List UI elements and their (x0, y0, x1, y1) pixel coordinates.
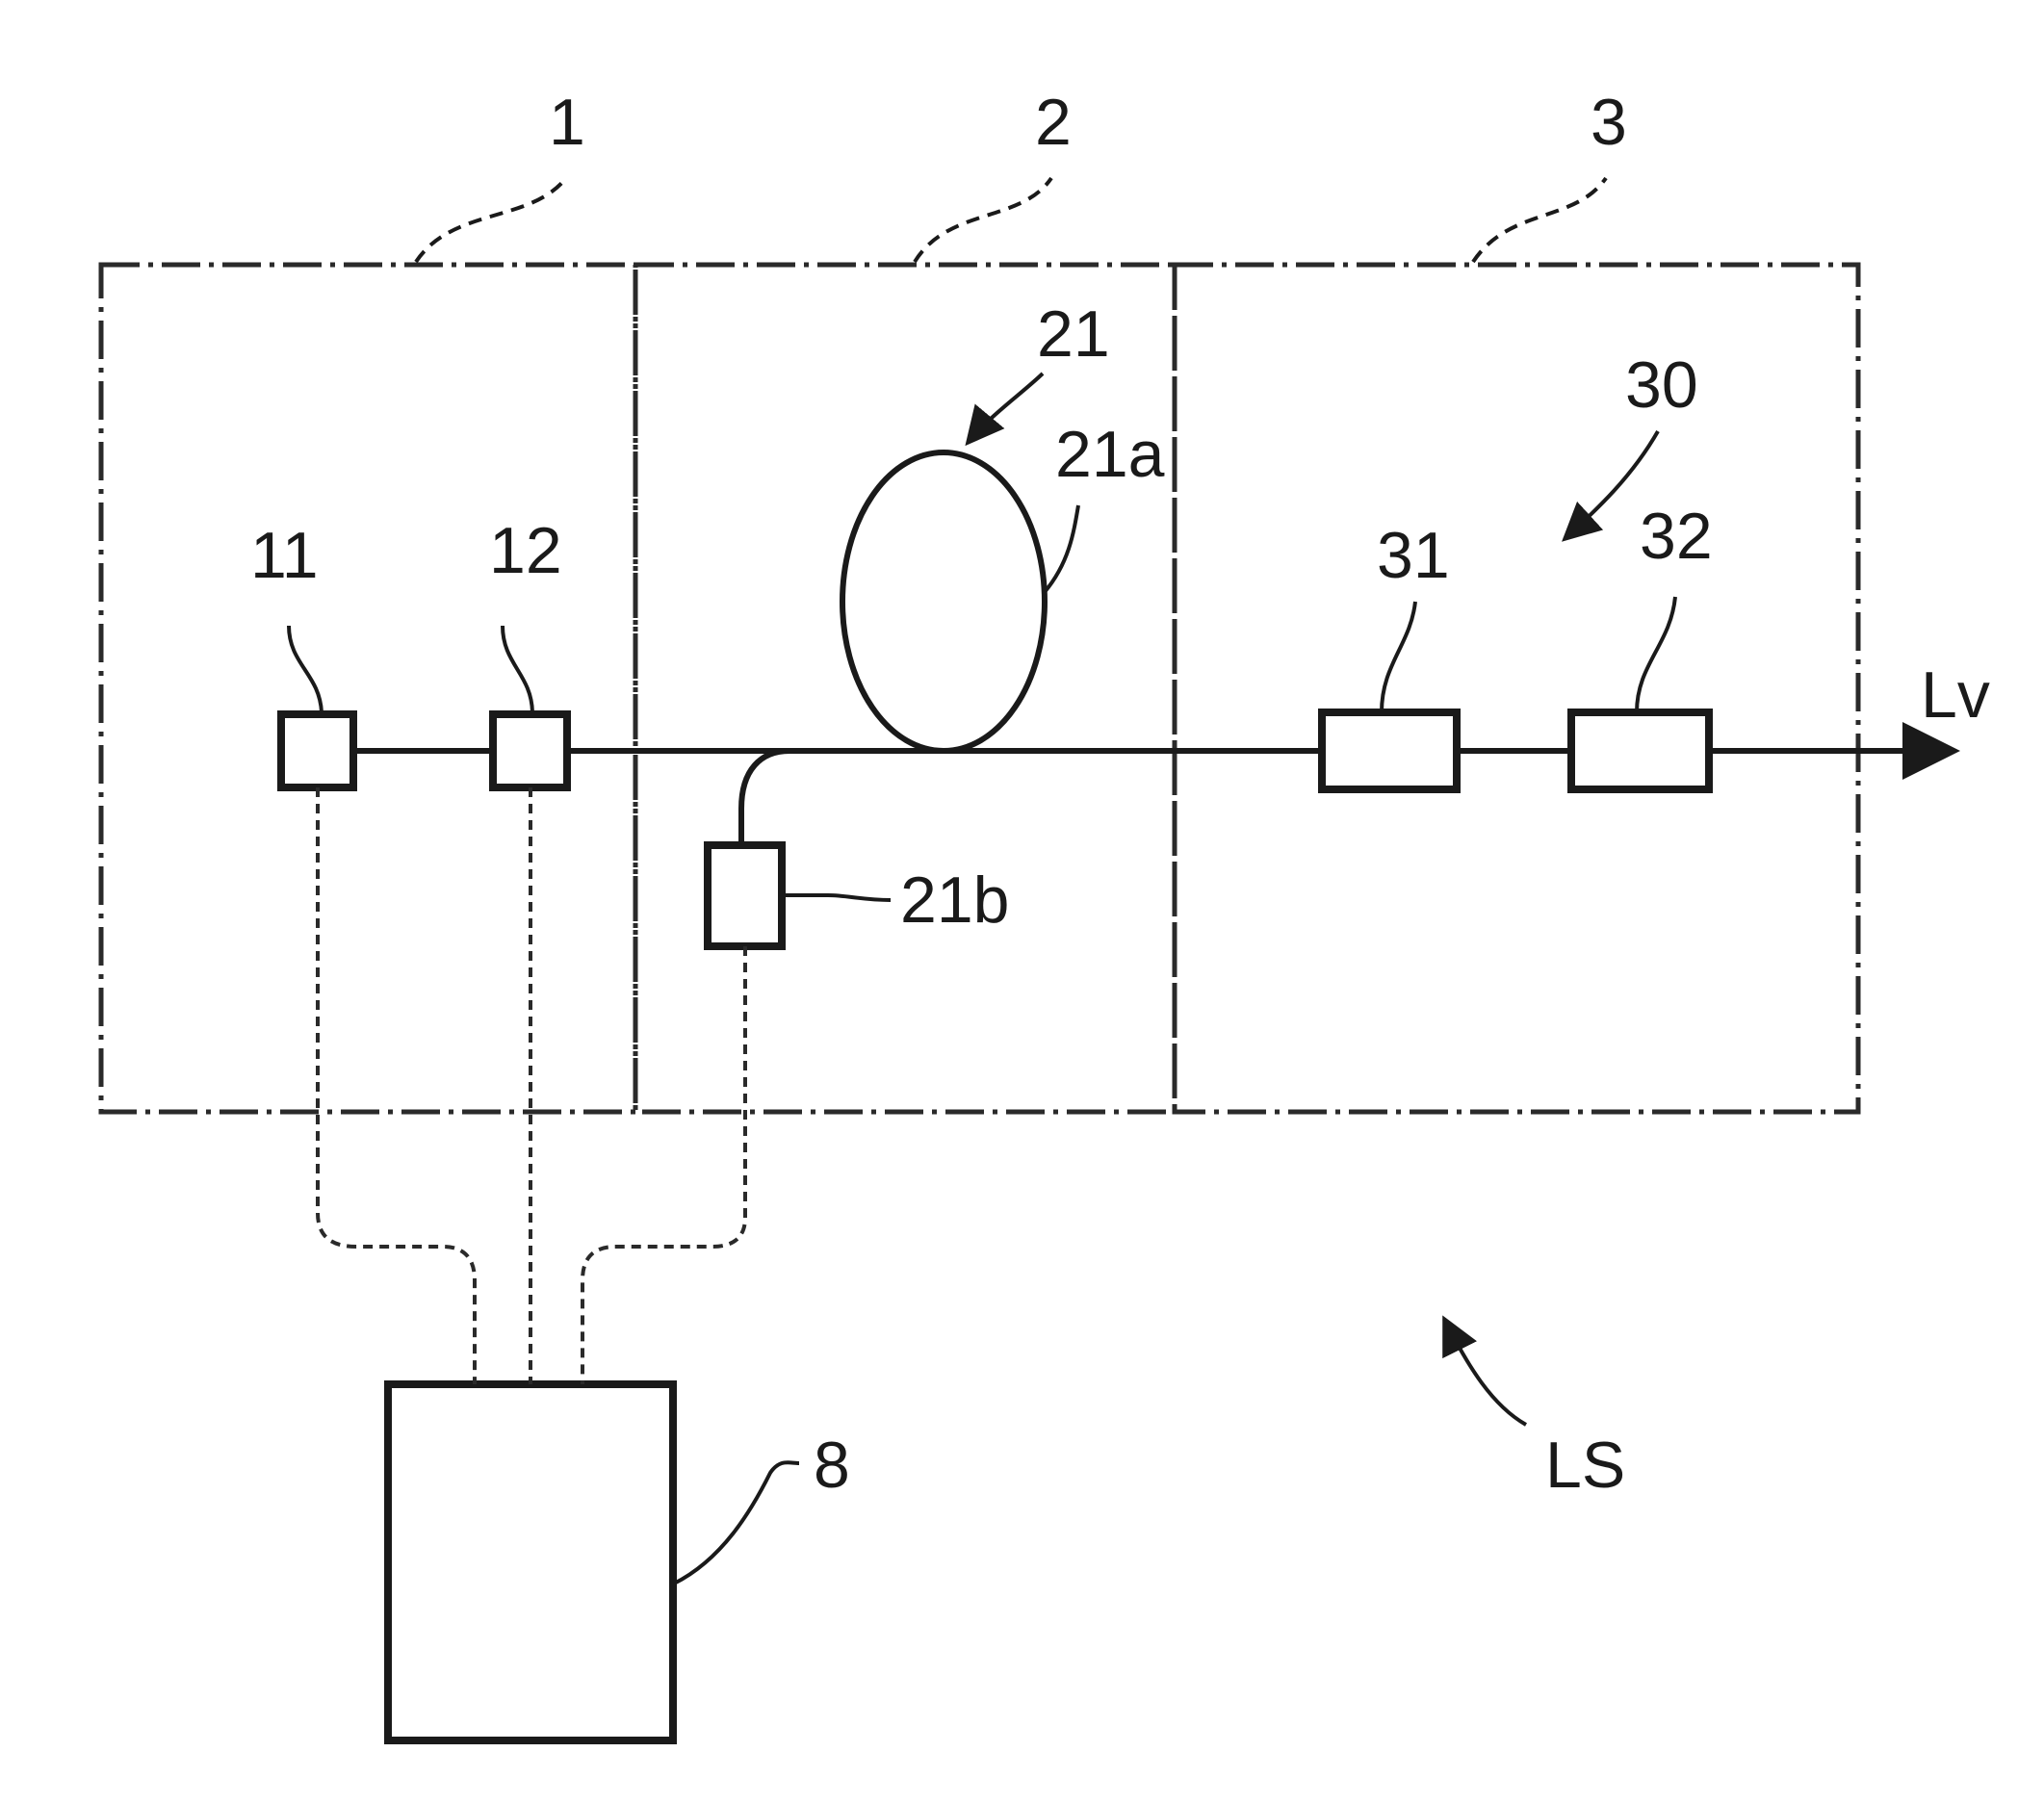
component-32-leader (1637, 597, 1675, 712)
component-21b-box (708, 845, 782, 946)
component-32-label: 32 (1640, 500, 1713, 573)
controller-8-box (388, 1384, 673, 1740)
section-1-leader (416, 178, 566, 262)
output-light-label: Lv (1921, 658, 1990, 732)
controller-8-label: 8 (814, 1429, 850, 1502)
signal-line-21b (582, 946, 745, 1384)
controller-8-leader (674, 1462, 799, 1584)
component-21a-label: 21a (1055, 418, 1165, 491)
component-12-label: 12 (489, 514, 562, 587)
component-30-label: 30 (1625, 348, 1698, 422)
component-11-box (281, 714, 353, 787)
section-2-frame (635, 265, 1175, 1112)
component-32-box (1571, 712, 1709, 789)
component-31-box (1322, 712, 1457, 789)
section-3-frame (1175, 265, 1858, 1112)
section-3-label: 3 (1591, 86, 1627, 159)
component-11-leader (289, 626, 322, 712)
section-3-leader (1473, 178, 1606, 262)
component-31-leader (1382, 602, 1415, 712)
component-21b-label: 21b (900, 863, 1009, 937)
system-ls-arrow (1444, 1319, 1526, 1425)
section-2-leader (915, 178, 1051, 262)
component-21b-leader (782, 895, 891, 900)
component-12-box (493, 714, 567, 787)
component-31-label: 31 (1377, 519, 1450, 592)
section-2-label: 2 (1035, 86, 1072, 159)
component-21-arrow (968, 374, 1043, 443)
system-ls-label: LS (1545, 1429, 1625, 1502)
component-21a-leader (1045, 505, 1078, 592)
component-21-label: 21 (1037, 297, 1110, 371)
fiber-loop-21a (842, 452, 1045, 751)
signal-line-11 (318, 787, 475, 1384)
section-1-frame (101, 265, 635, 1112)
fiber-branch-to-21b (741, 751, 944, 845)
component-12-leader (503, 626, 532, 712)
component-11-label: 11 (250, 519, 319, 592)
section-1-label: 1 (549, 86, 585, 159)
